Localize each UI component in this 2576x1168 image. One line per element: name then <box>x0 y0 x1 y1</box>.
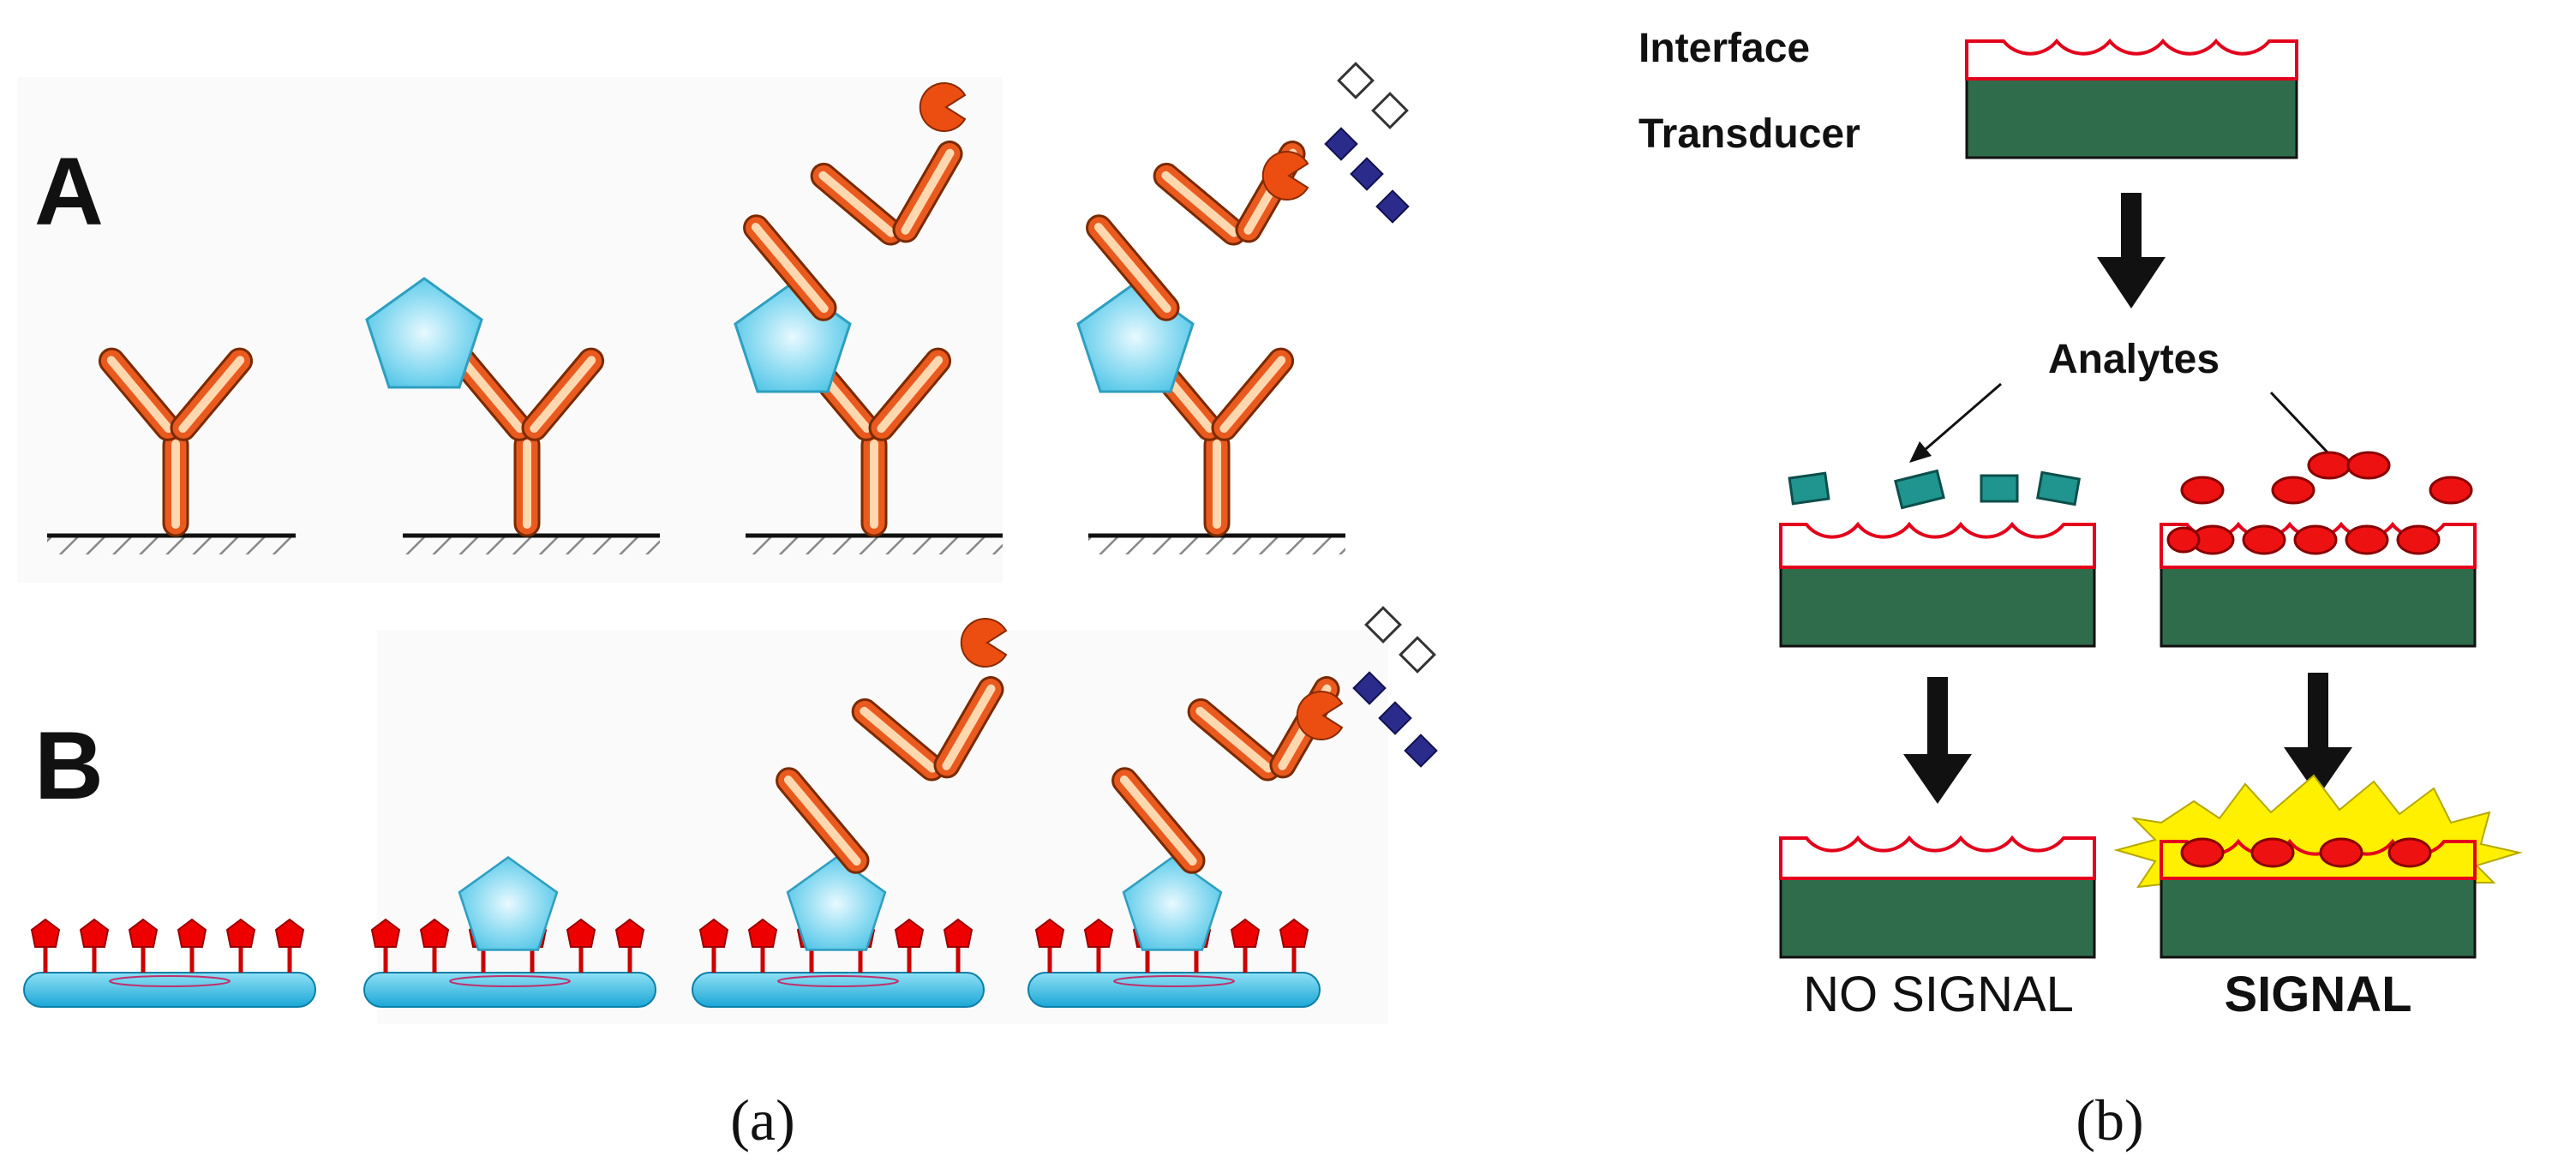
red-analytes <box>2180 451 2473 505</box>
transducer-label: Transducer <box>1638 111 1860 157</box>
signal-label: SIGNAL <box>2224 967 2411 1022</box>
panel-a-caption: (a) <box>730 1087 794 1153</box>
row-a-step1-antibody <box>98 347 254 537</box>
pointer-arrows <box>1909 382 2331 463</box>
sensor-signal <box>2113 774 2523 959</box>
teal-analytes <box>1788 469 2082 510</box>
sensor-no-signal <box>1779 835 2096 959</box>
no-signal-label: NO SIGNAL <box>1803 967 2074 1022</box>
sensor-top <box>1965 38 2298 159</box>
row-b-membranes <box>23 606 1438 1008</box>
panel-b: Interface Transducer Analytes <box>1638 26 2523 1153</box>
row-a-label: A <box>34 138 104 245</box>
row-b-background <box>377 630 1388 1024</box>
sensor-left-middle <box>1779 521 2096 648</box>
sensor-right-middle <box>2160 521 2477 648</box>
analytes-label: Analytes <box>2048 337 2220 382</box>
row-a-step3 <box>734 82 966 537</box>
panel-a: A B <box>17 62 1438 1153</box>
arrow-down-right-icon <box>2284 673 2352 797</box>
panel-b-caption: (b) <box>2076 1087 2143 1153</box>
row-a-step4 <box>1076 62 1410 537</box>
arrow-down-icon <box>2097 193 2166 308</box>
row-b-label: B <box>34 712 104 819</box>
arrow-down-left-icon <box>1903 677 1972 804</box>
row-a-step2 <box>365 277 605 537</box>
substrate-diamonds <box>1324 62 1410 224</box>
transducer-block <box>1965 77 2298 159</box>
interface-layer <box>1965 38 2298 81</box>
interface-label: Interface <box>1638 26 1810 71</box>
